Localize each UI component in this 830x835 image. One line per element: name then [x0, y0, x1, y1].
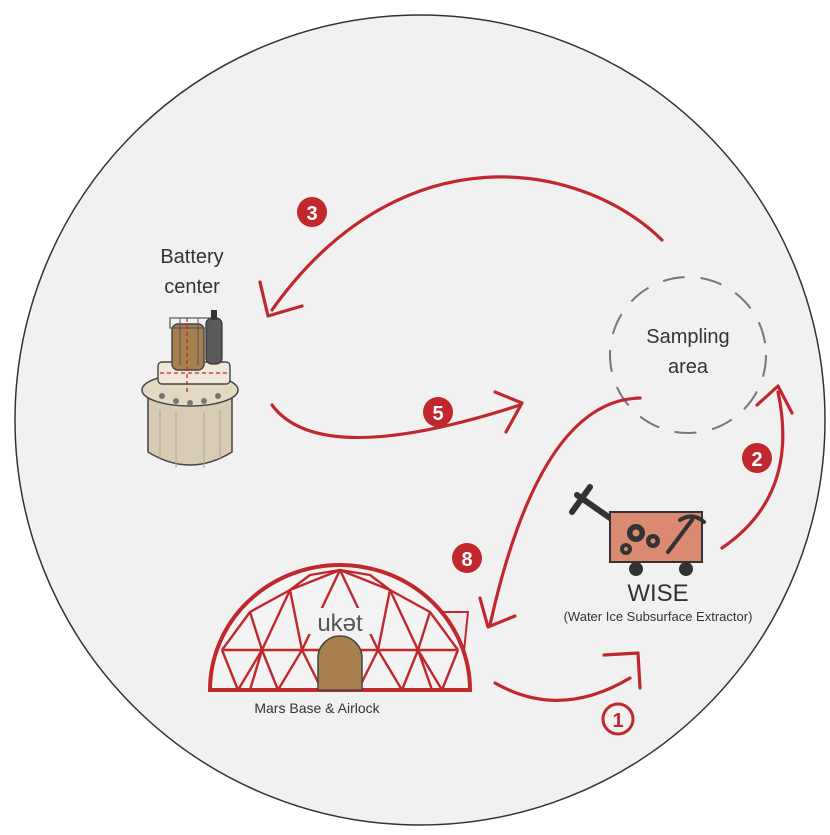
step-2-number: 2	[751, 449, 762, 471]
step-2-marker: 2	[742, 443, 772, 473]
mars-base-illustration	[207, 563, 473, 692]
sampling-area-ring	[609, 276, 767, 434]
battery-center-illustration	[141, 310, 239, 468]
path-sampling-to-battery	[258, 175, 664, 318]
path-wise-to-sampling	[720, 384, 794, 550]
step-5-number: 5	[432, 403, 443, 425]
step-3-number: 3	[306, 203, 317, 225]
mars-base-label: Mars Base & Airlock	[254, 700, 380, 716]
battery-center-label-line1: Battery	[160, 246, 223, 268]
step-8-number: 8	[461, 549, 472, 571]
step-1-number: 1	[612, 710, 623, 732]
dome-logo: ukət	[317, 610, 363, 637]
sampling-area-label-line1: Sampling	[646, 326, 729, 348]
wise-subtitle: (Water Ice Subsurface Extractor)	[564, 609, 753, 624]
step-3-marker: 3	[297, 197, 327, 227]
path-battery-to-sampling	[270, 390, 524, 439]
mission-area-circle	[14, 14, 826, 826]
wise-extractor-illustration	[569, 484, 706, 576]
sampling-area-label-line2: area	[668, 356, 709, 378]
step-1-marker: 1	[601, 702, 635, 736]
path-sampling-to-base	[478, 396, 642, 629]
path-base-to-wise	[493, 651, 642, 702]
step-8-marker: 8	[452, 543, 482, 573]
wise-label: WISE	[627, 580, 688, 607]
battery-center-label-line2: center	[164, 276, 220, 298]
step-5-marker: 5	[423, 397, 453, 427]
